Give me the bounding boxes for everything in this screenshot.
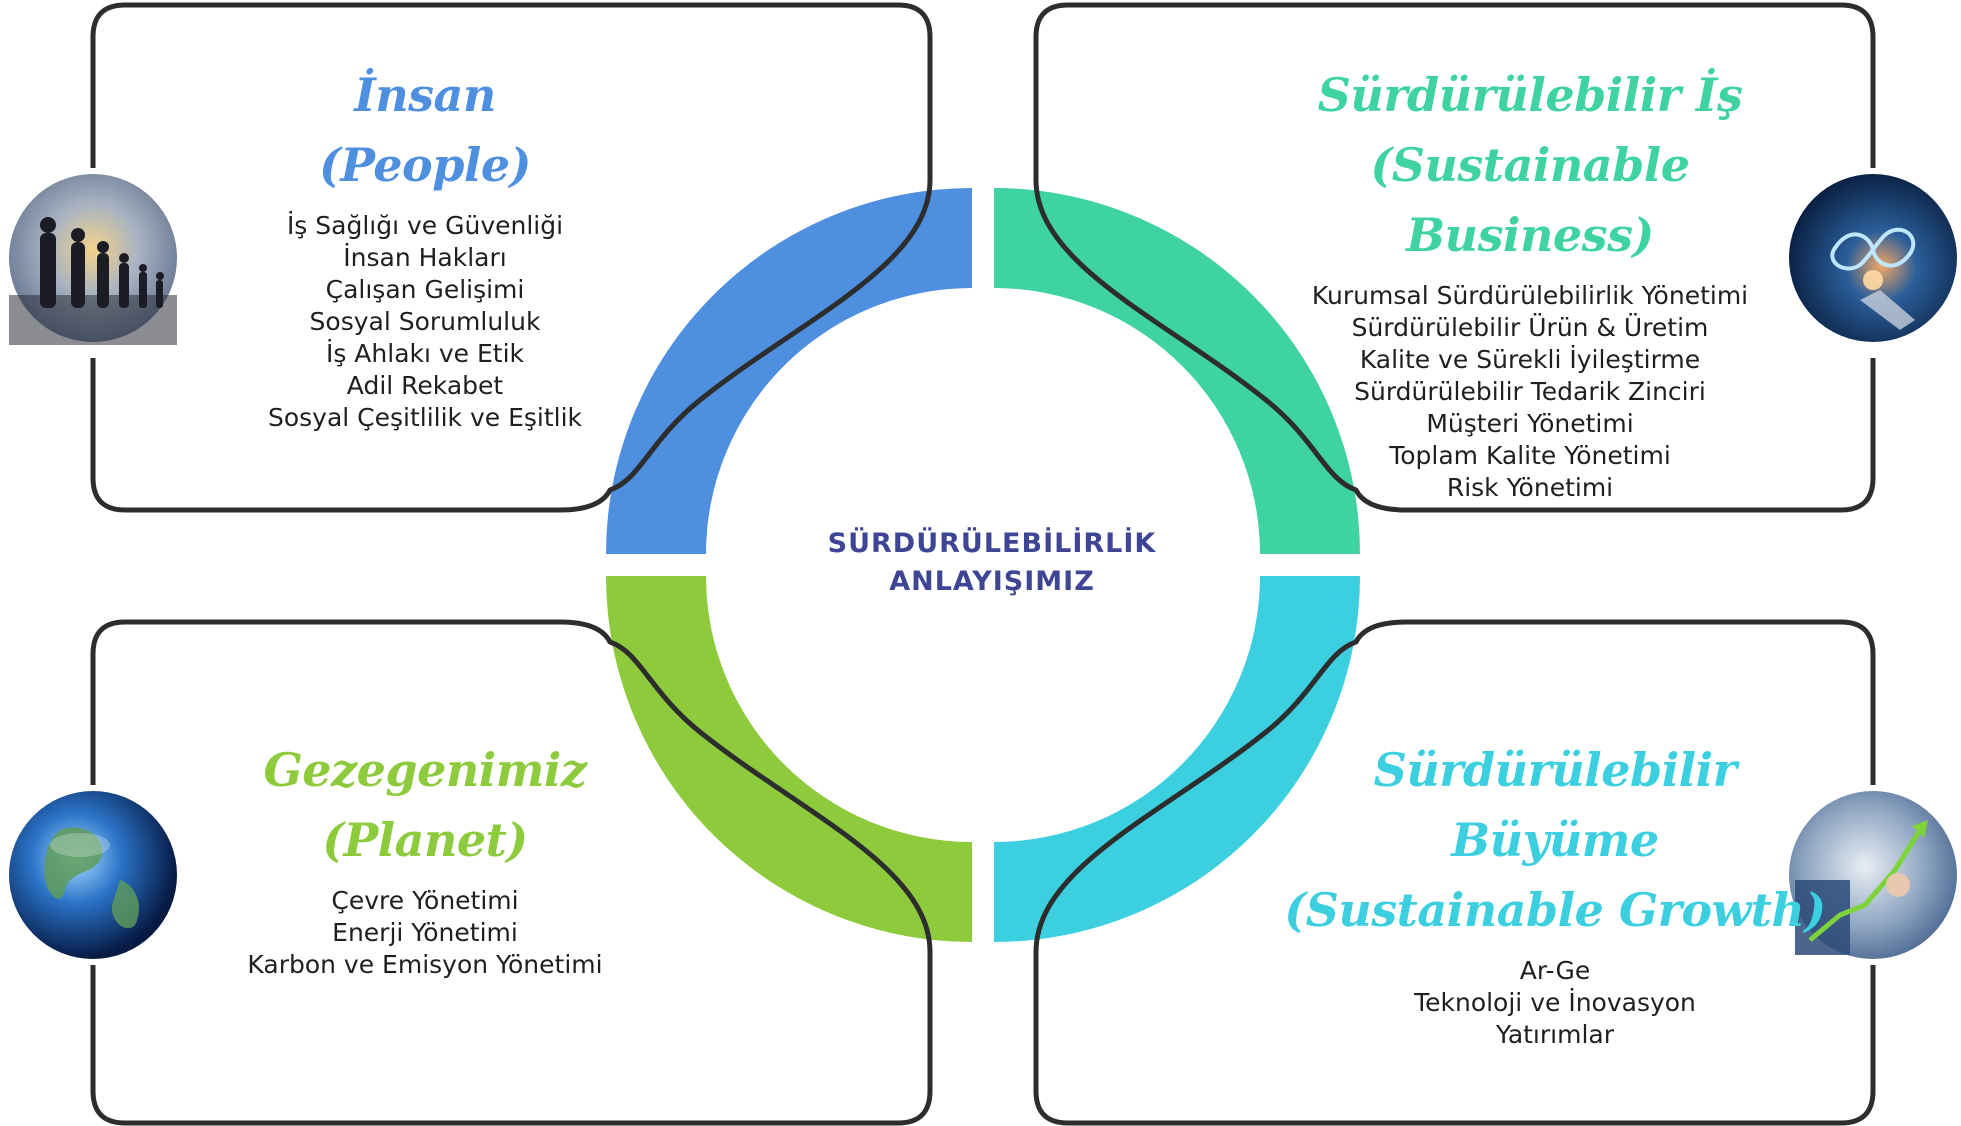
list-item: Kalite ve Sürekli İyileştirme [1359,345,1701,374]
panel-outline-people [90,2,933,513]
panel-title-planet: Gezegenimiz [263,743,587,797]
panel-title-growth: Sürdürülebilir Büyüme [1373,743,1737,867]
panel-subtitle-business: (Sustainable Business) [1370,138,1690,262]
panel-outline-business [1033,2,1876,513]
panel-list-business: Kurumsal Sürdürülebilirlik Yönetimi Sürd… [1265,280,1795,504]
panel-outline-growth [1033,619,1876,1126]
panel-title-business: Sürdürülebilir İş [1317,68,1743,122]
list-item: Müşteri Yönetimi [1426,409,1634,438]
panel-subtitle-people: (People) [319,138,531,192]
earth-globe-icon [9,791,177,959]
list-item: İş Ahlakı ve Etik [325,339,525,368]
list-item: Çevre Yönetimi [331,886,519,915]
panel-list-growth: Ar-Ge Teknoloji ve İnovasyon Yatırımlar [1265,955,1845,1051]
center-title-line1: SÜRDÜRÜLEBİLİRLİK [827,528,1157,559]
panel-growth: Sürdürülebilir Büyüme (Sustainable Growt… [1265,735,1845,1051]
list-item: Sürdürülebilir Ürün & Üretim [1351,313,1709,342]
panel-list-planet: Çevre Yönetimi Enerji Yönetimi Karbon ve… [175,885,675,981]
list-item: Karbon ve Emisyon Yönetimi [247,950,603,979]
panel-planet: Gezegenimiz (Planet) Çevre Yönetimi Ener… [175,735,675,981]
infinity-hand-icon [1789,174,1957,342]
people-silhouette-sunset-icon [9,174,177,345]
list-item: Toplam Kalite Yönetimi [1389,441,1671,470]
panel-list-people: İş Sağlığı ve Güvenliği İnsan Hakları Ça… [175,210,675,434]
center-title-line2: ANLAYIŞIMIZ [889,566,1095,597]
growth-chart-hand-icon [1789,791,1957,959]
list-item: Enerji Yönetimi [332,918,518,947]
ring-segment-planet [606,576,972,942]
list-item: Risk Yönetimi [1446,473,1614,502]
list-item: Adil Rekabet [346,371,504,400]
panel-outline-planet [90,619,933,1126]
list-item: İnsan Hakları [343,243,507,272]
list-item: Sosyal Çeşitlilik ve Eşitlik [267,403,583,432]
panel-subtitle-planet: (Planet) [322,813,528,867]
ring-segment-growth [994,576,1360,942]
list-item: İş Sağlığı ve Güvenliği [286,211,564,240]
center-title: SÜRDÜRÜLEBİLİRLİK ANLAYIŞIMIZ [782,525,1202,601]
list-item: Yatırımlar [1495,1020,1615,1049]
ring-segment-business [994,188,1360,554]
list-item: Teknoloji ve İnovasyon [1414,988,1696,1017]
list-item: Sürdürülebilir Tedarik Zinciri [1354,377,1706,406]
list-item: Sosyal Sorumluluk [309,307,541,336]
panel-people: İnsan (People) İş Sağlığı ve Güvenliği İ… [175,60,675,434]
ring-segment-people [606,188,972,554]
list-item: Çalışan Gelişimi [325,275,525,304]
list-item: Kurumsal Sürdürülebilirlik Yönetimi [1311,281,1749,310]
list-item: Ar-Ge [1519,956,1591,985]
panel-title-people: İnsan [354,68,496,122]
panel-subtitle-growth: (Sustainable Growth) [1284,883,1826,937]
panel-business: Sürdürülebilir İş (Sustainable Business)… [1265,60,1795,504]
